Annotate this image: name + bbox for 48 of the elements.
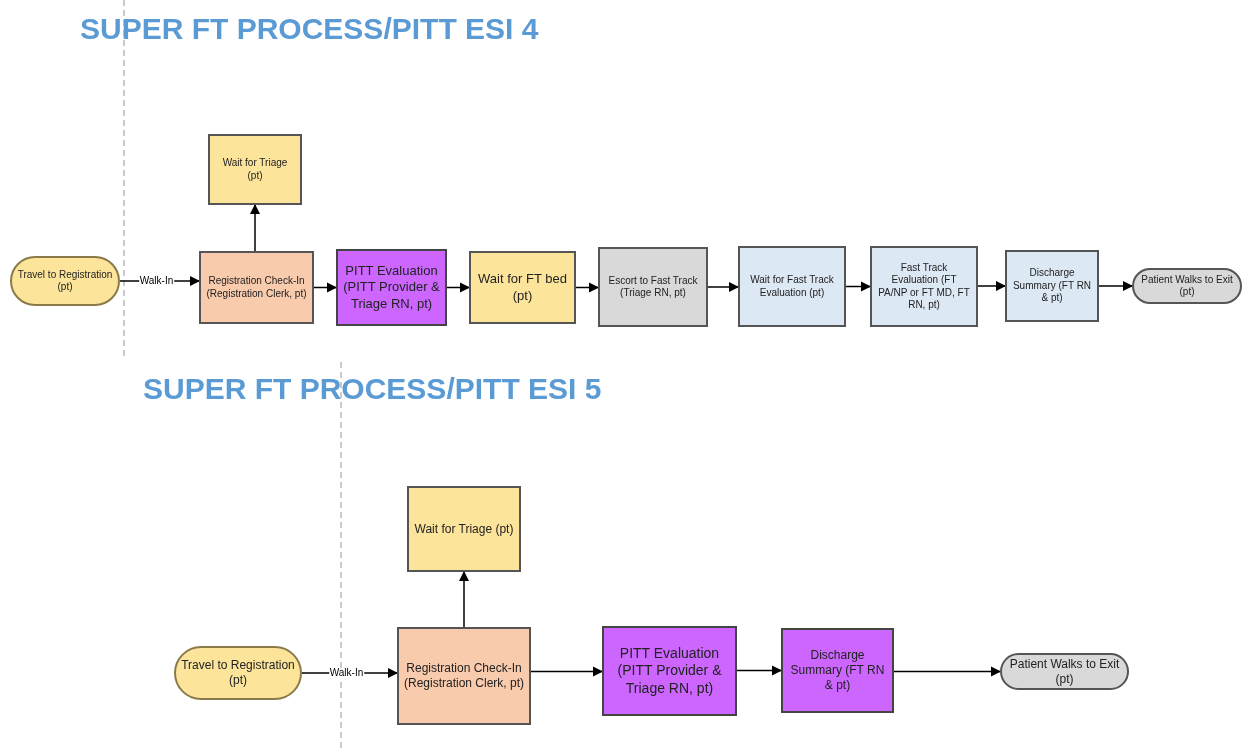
process-box <box>208 134 302 205</box>
node-text: PITT Evaluation (PITT Provider & Triage RN, pt) <box>616 644 723 698</box>
node-text: Escort to Fast Track (Triage RN, pt) <box>607 274 699 300</box>
section-heading: SUPER FT PROCESS/PITT ESI 5 <box>143 371 602 407</box>
process-box <box>407 486 521 572</box>
arrow <box>977 280 1007 292</box>
process-box <box>738 246 846 327</box>
arrow <box>446 282 471 293</box>
process-box <box>199 251 314 324</box>
arrow <box>707 281 740 293</box>
arrow <box>458 570 470 628</box>
arrow <box>249 203 261 252</box>
process-box <box>397 627 531 725</box>
node-text: Wait for Triage (pt) <box>414 521 514 537</box>
title: SUPER FT PROCESS/PITT ESI 4 <box>80 11 539 47</box>
node-text: Discharge Summary (FT RN & pt) <box>789 648 886 693</box>
node-text: Travel to Registration (pt) <box>180 658 296 688</box>
terminal-pill <box>10 256 120 306</box>
edge-label: Walk-In <box>138 276 175 286</box>
terminal-pill <box>1000 653 1129 690</box>
process-box <box>870 246 978 327</box>
node-text: Fast Track Evaluation (FT PA/NP or FT MD, FT RN, pt) <box>877 261 971 312</box>
terminal-pill <box>1132 268 1242 304</box>
process-box <box>781 628 894 713</box>
arrow <box>313 282 338 293</box>
process-box <box>598 247 708 327</box>
node-text: Discharge Summary (FT RN & pt) <box>1011 267 1093 305</box>
arrow <box>1098 280 1134 292</box>
terminal-pill <box>174 646 302 700</box>
node-text: Wait for Triage (pt) <box>221 157 289 182</box>
node-text: Wait for Fast Track Evaluation (pt) <box>749 274 835 299</box>
node-text: Registration Check-In (Registration Clerk, pt) <box>205 275 308 300</box>
arrow <box>893 666 1002 677</box>
node-text: Travel to Registration (pt) <box>16 268 114 294</box>
process-box <box>1005 250 1099 322</box>
edge-label: Walk-In <box>328 668 365 678</box>
process-box <box>602 626 737 716</box>
node-text: Patient Walks to Exit (pt) <box>1140 273 1234 299</box>
node-text: PITT Evaluation (PITT Provider & Triage RN, pt) <box>342 263 441 312</box>
node-text: Wait for FT bed (pt) <box>477 271 568 304</box>
arrow <box>530 666 604 677</box>
node-text: Registration Check-In (Registration Clerk, pt) <box>403 661 525 691</box>
process-box <box>336 249 447 326</box>
process-box <box>469 251 576 324</box>
arrow <box>575 282 600 293</box>
node-text: Patient Walks to Exit (pt) <box>1008 656 1121 687</box>
arrow <box>845 281 872 292</box>
arrow <box>736 665 783 676</box>
